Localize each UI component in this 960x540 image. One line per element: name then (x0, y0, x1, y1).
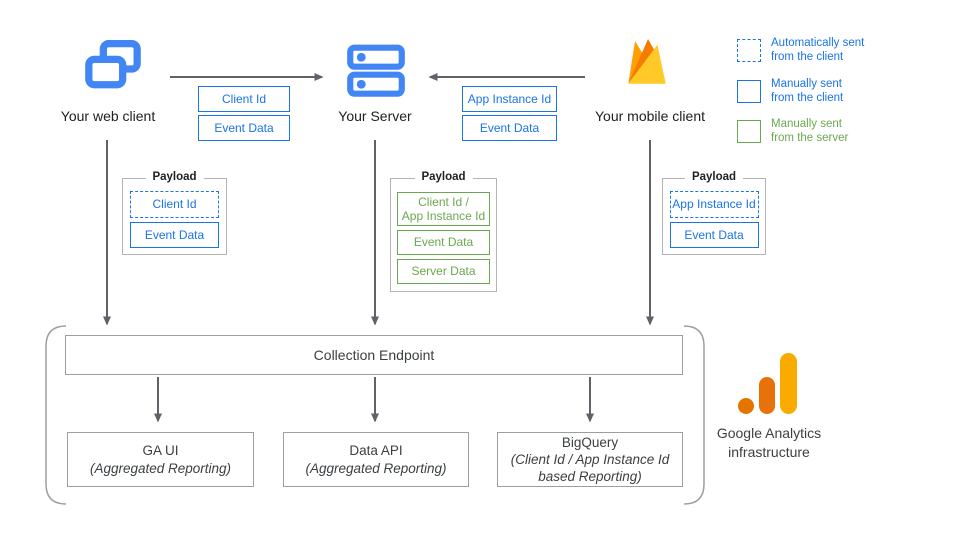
mobile-client-label: Your mobile client (595, 108, 705, 124)
payload-title: Payload (145, 171, 204, 183)
payload-app-instance-id: App Instance Id (669, 191, 759, 218)
app-instance-id-tag: App Instance Id (462, 86, 557, 112)
solid-blue-swatch (737, 80, 761, 104)
server-stack-icon (347, 44, 405, 97)
web-client-label: Your web client (60, 108, 156, 124)
data-api-box: Data API (Aggregated Reporting) (283, 432, 469, 487)
legend-item-auto-client: Automatically sent from the client (737, 37, 864, 65)
payload-title: Payload (414, 171, 473, 183)
payload-mobile: Payload App Instance Id Event Data (662, 171, 766, 255)
payload-server: Payload Client Id / App Instance Id Even… (390, 171, 497, 292)
legend-label: Manually sent from the client (771, 78, 844, 104)
output-title: Data API (349, 443, 403, 459)
client-id-tag: Client Id (198, 86, 290, 112)
dashed-blue-swatch (737, 39, 761, 63)
collection-endpoint-box: Collection Endpoint (65, 335, 683, 375)
solid-green-swatch (737, 120, 761, 144)
mobile-to-server-labels: App Instance Id Event Data (462, 86, 557, 141)
legend-label: Automatically sent from the client (771, 37, 865, 63)
firebase-icon (628, 39, 666, 84)
output-subtitle: (Aggregated Reporting) (305, 460, 447, 476)
google-analytics-infrastructure-label: Google Analytics infrastructure (716, 425, 822, 460)
bigquery-box: BigQuery (Client Id / App Instance Id ba… (497, 432, 683, 487)
legend-item-manual-client: Manually sent from the client (737, 78, 843, 106)
output-subtitle: (Aggregated Reporting) (89, 460, 232, 476)
legend-label: Manually sent from the server (771, 118, 849, 144)
payload-web: Payload Client Id Event Data (122, 171, 227, 255)
event-data-tag: Event Data (198, 115, 290, 141)
event-data-tag: Event Data (462, 115, 557, 141)
google-analytics-icon (738, 353, 797, 414)
legend-item-manual-server: Manually sent from the server (737, 118, 848, 146)
payload-client-or-app-id: Client Id / App Instance Id (397, 192, 490, 226)
bracket-right (683, 325, 705, 505)
payload-event-data: Event Data (669, 222, 759, 248)
web-to-server-labels: Client Id Event Data (198, 86, 290, 141)
output-title: GA UI (142, 443, 179, 459)
output-title: BigQuery (561, 434, 619, 450)
ga-ui-box: GA UI (Aggregated Reporting) (67, 432, 254, 487)
bracket-left (45, 325, 67, 505)
payload-event-data: Event Data (397, 230, 490, 255)
server-label: Your Server (338, 108, 412, 124)
payload-client-id: Client Id (130, 191, 219, 218)
payload-title: Payload (684, 171, 744, 183)
payload-event-data: Event Data (130, 222, 219, 248)
browser-windows-icon (85, 40, 141, 89)
payload-server-data: Server Data (397, 259, 490, 284)
output-subtitle: (Client Id / App Instance Id based Repor… (510, 451, 670, 485)
